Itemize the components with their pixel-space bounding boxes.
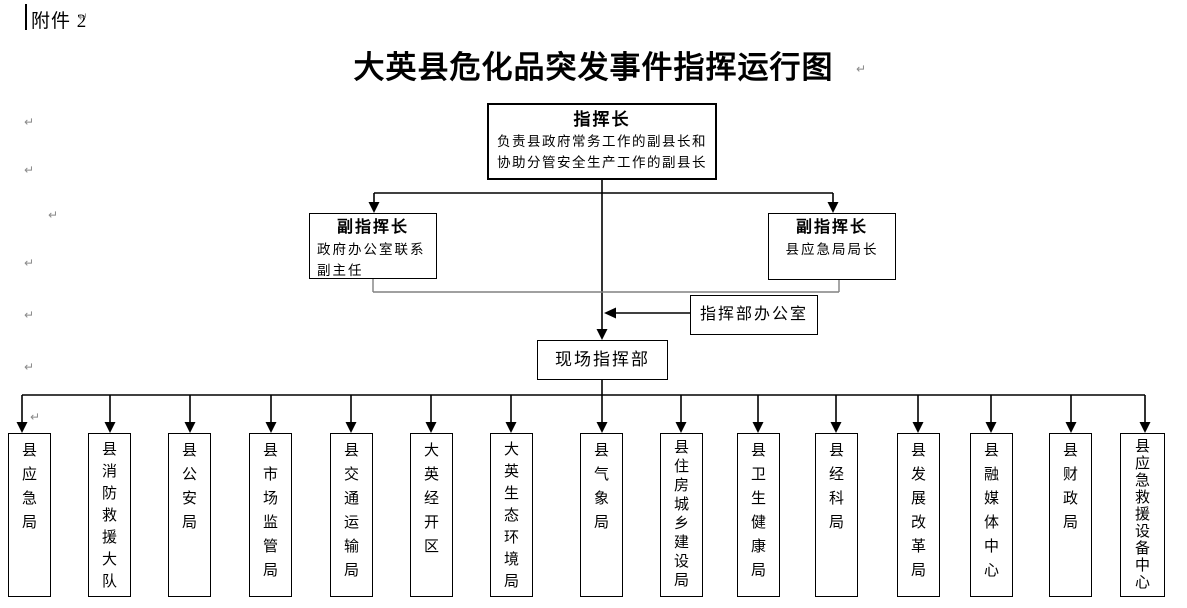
department-box: 县消防救援大队 [88, 433, 131, 597]
department-box: 县卫生健康局 [737, 433, 780, 597]
paragraph-mark: ↵ [48, 208, 59, 222]
department-box: 县交通运输局 [330, 433, 373, 597]
deputy-commander-right-box: 副指挥长 县应急局局长 [768, 213, 896, 280]
paragraph-mark: ↵ [30, 410, 41, 424]
deputy-commander-left-box: 副指挥长 政府办公室联系 副主任 [309, 213, 437, 279]
command-office-box: 指挥部办公室 [690, 295, 818, 335]
commander-box: 指挥长 负责县政府常务工作的副县长和 协助分管安全生产工作的副县长 [487, 103, 717, 180]
paragraph-mark: ↵ [856, 62, 867, 76]
department-box: 县应急救援设备中心 [1120, 433, 1165, 597]
commander-desc-line1: 负责县政府常务工作的副县长和 [497, 134, 707, 149]
deputy-left-desc-line1: 政府办公室联系 [317, 242, 426, 257]
paragraph-mark: ↵ [24, 360, 35, 374]
deputy-right-heading: 副指挥长 [795, 219, 868, 236]
deputy-left-heading: 副指挥长 [336, 219, 409, 236]
commander-desc-line2: 协助分管安全生产工作的副县长 [497, 155, 707, 170]
paragraph-mark: ↵ [24, 308, 35, 322]
paragraph-mark: ↵ [24, 256, 35, 270]
department-box: 大英经开区 [410, 433, 453, 597]
department-box: 县应急局 [8, 433, 51, 597]
department-box: 大英生态环境局 [490, 433, 533, 597]
deputy-left-desc-line2: 副主任 [317, 263, 364, 278]
department-box: 县气象局 [580, 433, 623, 597]
department-box: 县市场监管局 [249, 433, 292, 597]
department-box: 县财政局 [1049, 433, 1092, 597]
department-box: 县发展改革局 [897, 433, 940, 597]
department-box: 县融媒体中心 [970, 433, 1013, 597]
department-box: 县经科局 [815, 433, 858, 597]
department-box: 县住房城乡建设局 [660, 433, 703, 597]
department-box: 县公安局 [168, 433, 211, 597]
paragraph-mark: ↵ [78, 10, 89, 24]
page-title: 大英县危化品突发事件指挥运行图 [353, 50, 834, 85]
attachment-label: 附件 2 [31, 11, 88, 32]
paragraph-mark: ↵ [24, 163, 35, 177]
paragraph-mark: ↵ [24, 115, 35, 129]
deputy-right-desc-line1: 县应急局局长 [785, 242, 879, 257]
commander-heading: 指挥长 [573, 110, 631, 129]
text-cursor [25, 4, 27, 30]
field-command-box: 现场指挥部 [537, 340, 668, 380]
